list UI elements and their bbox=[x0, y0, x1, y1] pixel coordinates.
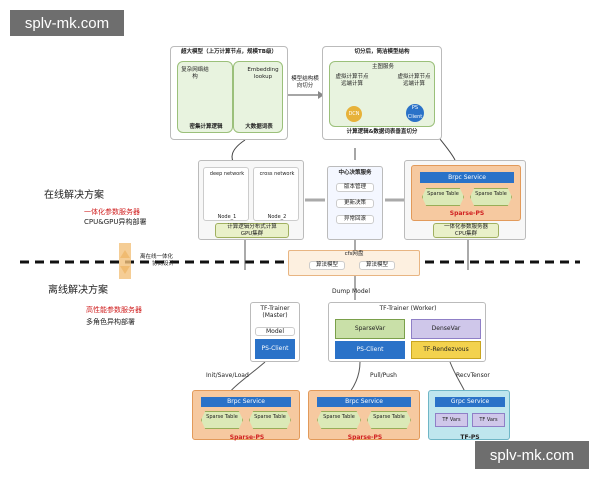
split-model-title: 切分后，简洁模型结构 bbox=[354, 49, 410, 55]
virtual-compute-left: 虚拟计算节点远端计算 bbox=[335, 74, 369, 87]
center-decision-title: 中心决策服务 bbox=[338, 170, 372, 176]
huge-model-title: 超大模型（上万计算节点，规模TB级） bbox=[181, 49, 277, 55]
master-title: TF-Trainer (Master) bbox=[260, 305, 290, 320]
sparse-var-box: SparseVar bbox=[335, 319, 405, 339]
main-service-label: 主图服务 bbox=[371, 64, 394, 70]
offline-title: 离线解决方案 bbox=[48, 285, 108, 296]
online-subtitle-red: 一体化参数服务器 bbox=[84, 208, 140, 216]
node1-label: Node_1 bbox=[217, 214, 237, 220]
tf-trainer-master: TF-Trainer (Master) Model PS-Client bbox=[250, 302, 300, 362]
init-save-load-label: Init/Save/Load bbox=[206, 372, 249, 379]
split-model-panel: 切分后，简洁模型结构 主图服务 虚拟计算节点远端计算 虚拟计算节点远端计算 DC… bbox=[322, 46, 442, 140]
embed-caption: 大数据词表 bbox=[245, 124, 273, 130]
anomaly-rollback-box: 异常回滚 bbox=[336, 215, 374, 224]
master-ps-client: PS-Client bbox=[255, 339, 295, 359]
algo-model-2: 算法模型 bbox=[359, 261, 395, 270]
online-sparse-table-2: Sparse Table bbox=[470, 188, 512, 206]
tf-ps-label: TF-PS bbox=[460, 434, 480, 441]
dense-var-box: DenseVar bbox=[411, 319, 481, 339]
offline-sparse-table-1b: Sparse Table bbox=[249, 411, 291, 429]
cfs-disk-panel: cfs网盘 算法模型 算法模型 bbox=[288, 250, 420, 276]
offline-sparse-ps-1: Brpc Service Sparse Table Sparse Table S… bbox=[192, 390, 300, 441]
dcn-node: DCN bbox=[346, 106, 362, 122]
tf-trainer-worker: TF-Trainer (Worker) SparseVar DenseVar P… bbox=[328, 302, 486, 362]
algo-model-1: 算法模型 bbox=[309, 261, 345, 270]
online-sparse-table-1: Sparse Table bbox=[422, 188, 464, 206]
online-title: 在线解决方案 bbox=[44, 190, 104, 201]
recv-tensor-label: RecvTensor bbox=[456, 372, 490, 379]
offline-subtitle-red: 高性能参数服务器 bbox=[86, 306, 142, 314]
gpu-cluster-panel: deep network Node_1 cross network Node_2… bbox=[198, 160, 304, 240]
offline-sparse-ps-label-2: Sparse-PS bbox=[347, 434, 383, 441]
tf-rendezvous-box: TF-Rendezvous bbox=[411, 341, 481, 359]
grpc-service: Grpc Service bbox=[435, 397, 505, 407]
version-mgmt-box: 版本管理 bbox=[336, 183, 374, 192]
watermark-top: splv-mk.com bbox=[10, 10, 124, 36]
offline-brpc-service-1: Brpc Service bbox=[201, 397, 291, 407]
tf-ps-block: Grpc Service TF Vars TF Vars TF-PS bbox=[428, 390, 510, 441]
offline-sparse-table-2a: Sparse Table bbox=[317, 411, 361, 429]
embed-label: Embedding lookup bbox=[247, 67, 279, 80]
pull-push-label: Pull/Push bbox=[370, 372, 397, 379]
ps-client-node: PS Client bbox=[406, 104, 424, 122]
embedding-block: Embedding lookup 大数据词表 bbox=[233, 61, 283, 133]
dump-model-label: Dump Model bbox=[332, 288, 370, 295]
huge-model-panel: 超大模型（上万计算节点，规模TB级） 复杂网络结构 密集计算逻辑 Embeddi… bbox=[170, 46, 288, 140]
center-decision-panel: 中心决策服务 版本管理 更新决策 异常回滚 bbox=[327, 166, 383, 240]
offline-subtitle: 多角色异构部署 bbox=[86, 318, 135, 326]
split-caption: 计算逻辑&数据词表垂直切分 bbox=[346, 129, 418, 135]
cfs-disk-label: cfs网盘 bbox=[344, 251, 364, 257]
offline-sparse-table-2b: Sparse Table bbox=[367, 411, 411, 429]
node1-card: deep network Node_1 bbox=[203, 167, 249, 221]
dense-caption: 密集计算逻辑 bbox=[189, 124, 223, 130]
dense-label: 复杂网络结构 bbox=[181, 67, 209, 80]
online-brpc-service: Brpc Service bbox=[420, 172, 514, 183]
offline-sparse-table-1a: Sparse Table bbox=[201, 411, 243, 429]
deep-network-label: deep network bbox=[209, 171, 245, 177]
dense-compute-block: 复杂网络结构 密集计算逻辑 bbox=[177, 61, 233, 133]
cross-network-label: cross network bbox=[259, 171, 295, 177]
online-sparse-ps-block: Brpc Service Sparse Table Sparse Table S… bbox=[411, 165, 521, 221]
online-offline-label: 离在线一体化协同设计 bbox=[140, 254, 175, 267]
tf-vars-1: TF Vars bbox=[435, 413, 468, 427]
main-service-block: 主图服务 虚拟计算节点远端计算 虚拟计算节点远端计算 DCN PS Client bbox=[329, 61, 435, 127]
node2-card: cross network Node_2 bbox=[253, 167, 299, 221]
worker-title: TF-Trainer (Worker) bbox=[379, 305, 437, 312]
online-subtitle: CPU&GPU异构部署 bbox=[84, 218, 147, 226]
cpu-cluster-panel: Brpc Service Sparse Table Sparse Table S… bbox=[404, 160, 526, 240]
worker-ps-client: PS-Client bbox=[335, 341, 405, 359]
offline-sparse-ps-2: Brpc Service Sparse Table Sparse Table S… bbox=[308, 390, 420, 441]
virtual-compute-right: 虚拟计算节点远端计算 bbox=[397, 74, 431, 87]
master-model: Model bbox=[255, 327, 295, 337]
offline-brpc-service-2: Brpc Service bbox=[317, 397, 411, 407]
offline-sparse-ps-label-1: Sparse-PS bbox=[229, 434, 265, 441]
watermark-bottom: splv-mk.com bbox=[475, 441, 589, 469]
tf-vars-2: TF Vars bbox=[472, 413, 505, 427]
node2-label: Node_2 bbox=[267, 214, 287, 220]
online-sparse-ps-label: Sparse-PS bbox=[449, 210, 485, 217]
update-decision-box: 更新决策 bbox=[336, 199, 374, 208]
split-label: 模型结构横向切分 bbox=[291, 76, 319, 89]
